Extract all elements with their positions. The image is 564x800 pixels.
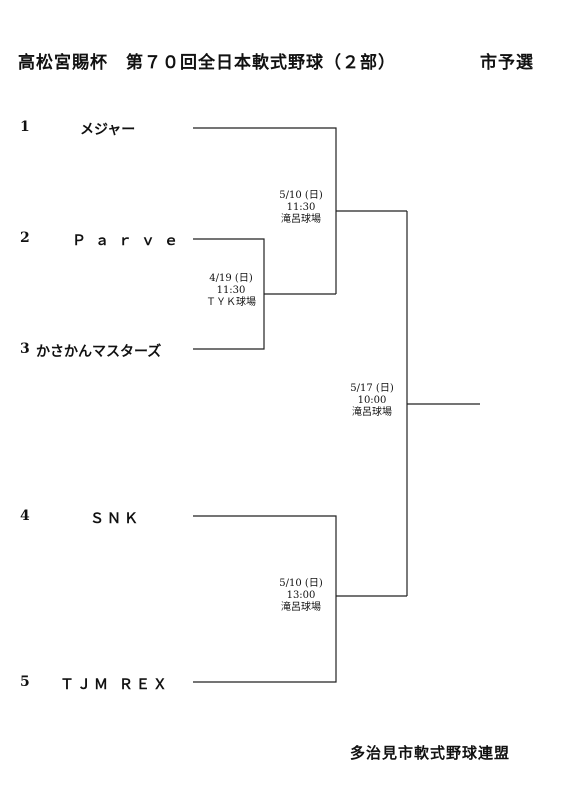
page-title: 高松宮賜杯 第７０回全日本軟式野球（２部） 市予選 (18, 48, 533, 73)
match-date: 5/10 (日) (279, 578, 323, 589)
team-name: かさかんマスターズ (36, 344, 162, 360)
match-date: 5/17 (日) (350, 383, 394, 394)
match-date: 4/19 (日) (209, 273, 253, 284)
match-time: 10:00 (357, 395, 387, 406)
match-venue: 滝呂球場 (352, 407, 392, 418)
match-info-semifinal-a: 5/10 (日) 11:30 滝呂球場 (261, 190, 341, 226)
team-row: 4 ＳＮＫ (20, 508, 138, 528)
team-seed: 3 (20, 341, 30, 357)
match-date: 5/10 (日) (279, 190, 323, 201)
organizer-name: 多治見市軟式野球連盟 (350, 744, 511, 762)
team-row: 3 かさかんマスターズ (20, 341, 161, 361)
team-name: メジャー (80, 122, 136, 138)
match-info-final: 5/17 (日) 10:00 滝呂球場 (332, 383, 412, 419)
match-time: 11:30 (286, 202, 316, 213)
team-name: ＳＮＫ (90, 511, 141, 527)
team-row: 2 Ｐａｒｖｅ (20, 230, 178, 250)
match-info-semifinal-b: 5/10 (日) 13:00 滝呂球場 (261, 578, 341, 614)
team-name: Ｐａｒｖｅ (72, 233, 187, 249)
match-venue: 滝呂球場 (281, 602, 321, 613)
team-seed: 1 (20, 119, 30, 135)
bracket-line (193, 515, 337, 683)
match-venue: ＴＹＫ球場 (206, 297, 256, 308)
team-seed: 5 (20, 674, 30, 690)
match-info-round1: 4/19 (日) 11:30 ＴＹＫ球場 (191, 273, 271, 309)
tournament-subtitle: 市予選 (480, 53, 534, 73)
bracket-line (193, 127, 337, 294)
team-seed: 4 (20, 508, 30, 524)
team-row: 5 ＴＪＭ ＲＥＸ (20, 674, 167, 694)
team-row: 1 メジャー (20, 119, 135, 139)
match-venue: 滝呂球場 (281, 214, 321, 225)
team-seed: 2 (20, 230, 30, 246)
tournament-title: 高松宮賜杯 第７０回全日本軟式野球（２部） (18, 53, 396, 73)
match-time: 13:00 (286, 590, 316, 601)
match-time: 11:30 (216, 285, 246, 296)
team-name: ＴＪＭ ＲＥＸ (60, 677, 170, 693)
